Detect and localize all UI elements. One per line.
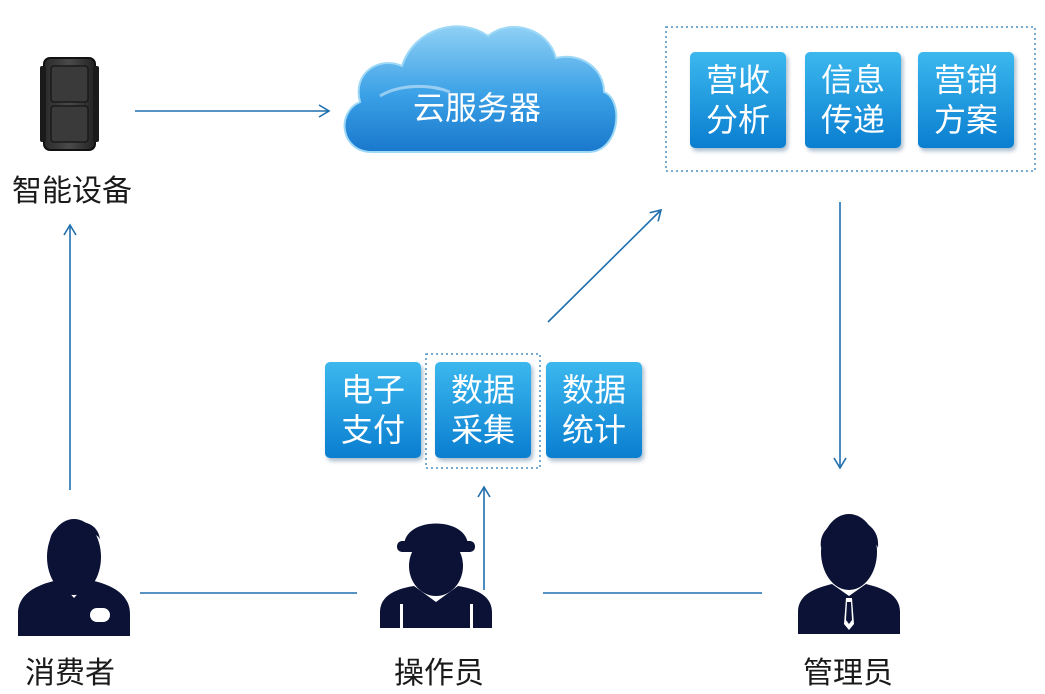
service-box-line1: 营销 (933, 61, 998, 99)
function-box-line1: 数据 (561, 371, 626, 409)
service-box-line1: 营收 (705, 61, 770, 99)
service-box-marketing-plan: 营销 方案 (918, 52, 1014, 148)
operator-label: 操作员 (394, 656, 484, 691)
arrow-functions-to-cloud (547, 208, 663, 323)
service-box-line1: 信息 (820, 61, 885, 99)
smart-device-icon (40, 57, 99, 151)
admin-icon (798, 514, 900, 634)
service-box-line2: 方案 (933, 101, 998, 139)
function-box-line1: 电子 (340, 371, 405, 409)
service-box-line2: 分析 (705, 101, 770, 139)
cloud-server-label: 云服务器 (412, 89, 542, 127)
function-box-line2: 支付 (340, 411, 405, 449)
function-box-electronic-payment: 电子 支付 (325, 362, 421, 458)
service-box-info-delivery: 信息 传递 (805, 52, 901, 148)
function-box-data-statistics: 数据 统计 (546, 362, 642, 458)
data-collection-frame (425, 353, 541, 469)
admin-label: 管理员 (803, 656, 893, 691)
cloud-server-icon (343, 25, 618, 153)
service-box-revenue-analysis: 营收 分析 (690, 52, 786, 148)
function-box-data-collection: 数据 采集 (435, 362, 531, 458)
consumer-icon (18, 519, 130, 636)
function-box-line1: 数据 (450, 371, 515, 409)
operator-icon (380, 523, 492, 628)
function-box-line2: 统计 (561, 411, 626, 449)
consumer-label: 消费者 (25, 656, 115, 691)
device-label: 智能设备 (12, 174, 132, 209)
function-box-line2: 采集 (450, 411, 515, 449)
cloud-services-frame (665, 26, 1036, 172)
service-box-line2: 传递 (820, 101, 885, 139)
